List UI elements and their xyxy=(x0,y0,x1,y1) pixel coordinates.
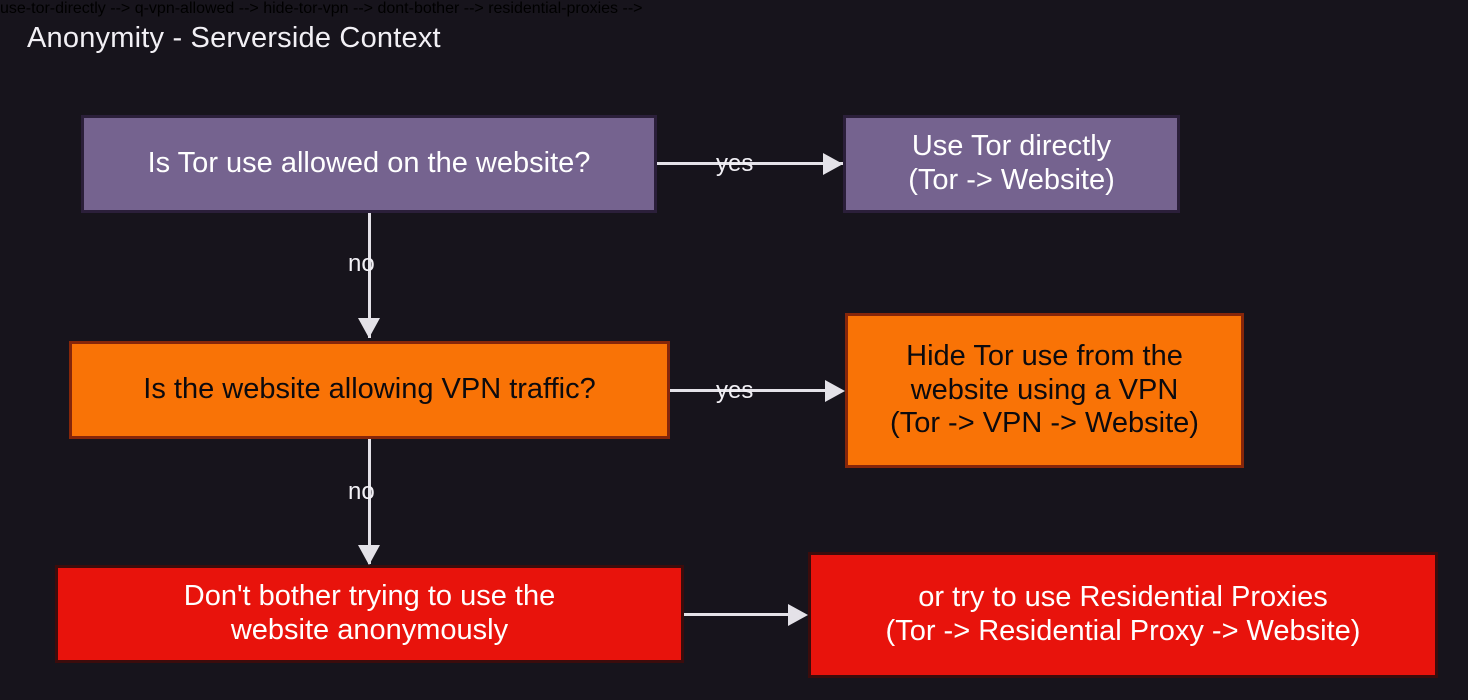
node-dont-bother-anonymity[interactable]: Don't bother trying to use the website a… xyxy=(55,565,684,663)
arrow-right-icon xyxy=(825,380,845,402)
node-is-website-allowing-vpn[interactable]: Is the website allowing VPN traffic? xyxy=(69,341,670,439)
node-use-tor-directly[interactable]: Use Tor directly (Tor -> Website) xyxy=(843,115,1180,213)
page-title: Anonymity - Serverside Context xyxy=(27,22,441,54)
node-label: Use Tor directly (Tor -> Website) xyxy=(908,130,1115,196)
arrow-right-icon xyxy=(788,604,808,626)
edge-label-yes-2: yes xyxy=(716,377,754,404)
edge-label-no-2: no xyxy=(348,478,375,505)
edge-no-vpn-allowed-line xyxy=(368,439,371,564)
edge-label-yes-1: yes xyxy=(716,150,754,177)
edge-yes-vpn-allowed-line xyxy=(670,389,825,392)
node-label: or try to use Residential Proxies (Tor -… xyxy=(885,581,1361,647)
node-label: Is the website allowing VPN traffic? xyxy=(143,373,596,406)
edge-label-no-1: no xyxy=(348,250,375,277)
edge-dont-bother-to-proxies-line xyxy=(684,613,788,616)
node-label: Hide Tor use from the website using a VP… xyxy=(890,339,1199,440)
node-label: Don't bother trying to use the website a… xyxy=(183,580,556,646)
edge-no-tor-allowed-line xyxy=(368,213,371,338)
arrow-down-icon xyxy=(358,545,380,565)
arrow-down-icon xyxy=(358,318,380,338)
node-is-tor-use-allowed[interactable]: Is Tor use allowed on the website? xyxy=(81,115,657,213)
arrow-right-icon xyxy=(823,153,843,175)
node-label: Is Tor use allowed on the website? xyxy=(147,147,591,180)
node-hide-tor-use-with-vpn[interactable]: Hide Tor use from the website using a VP… xyxy=(845,313,1244,468)
edge-yes-tor-allowed-line xyxy=(657,162,843,165)
node-residential-proxies[interactable]: or try to use Residential Proxies (Tor -… xyxy=(808,552,1438,678)
